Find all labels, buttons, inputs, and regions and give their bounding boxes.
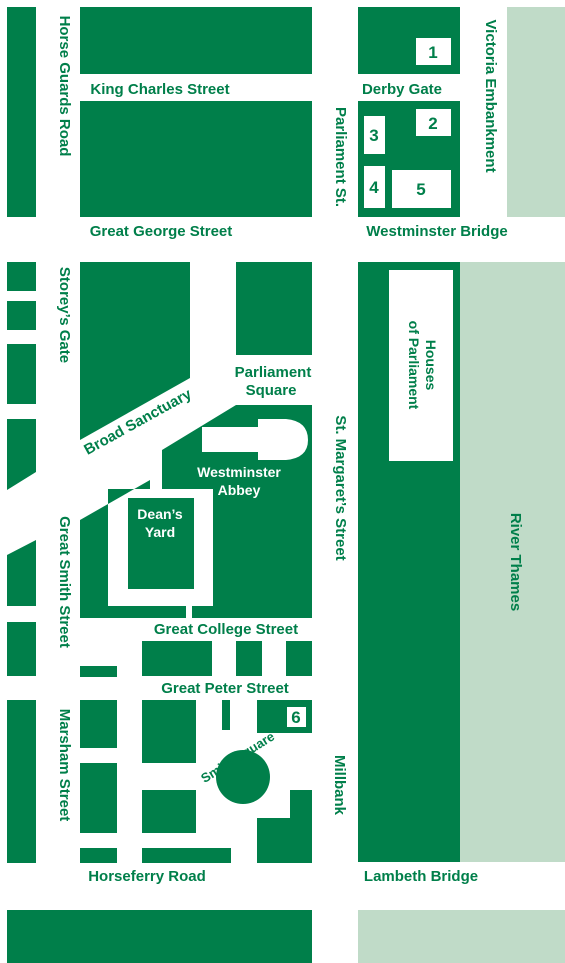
label-houses-of-parliament-2: of Parliament: [406, 321, 422, 410]
block-smith-south: [142, 848, 231, 863]
label-deans-yard-1: Dean’s: [137, 506, 183, 522]
svg-text:3: 3: [369, 126, 378, 145]
label-victoria-embankment: Victoria Embankment: [482, 19, 499, 172]
houses-of-parliament-building: [389, 270, 453, 461]
marker-6[interactable]: 6: [287, 707, 306, 727]
block-marsham-2: [80, 763, 117, 833]
block-peter-1: [142, 700, 196, 763]
block-storeys-west-3: [7, 344, 36, 404]
smith-square-circle: [216, 750, 270, 804]
marker-2[interactable]: 2: [416, 109, 451, 136]
label-westminster-abbey-2: Abbey: [218, 482, 261, 498]
label-great-smith-street: Great Smith Street: [56, 516, 73, 648]
block-marsham-1: [80, 700, 117, 748]
block-parliament-square-north: [236, 262, 312, 355]
block-storeys-west-4: [7, 419, 36, 490]
block-college-4: [286, 641, 312, 676]
block-great-smith-west: [7, 540, 36, 606]
marker-1[interactable]: 1: [416, 38, 451, 65]
svg-text:4: 4: [369, 178, 379, 197]
label-millbank: Millbank: [331, 755, 348, 816]
deans-yard: [128, 498, 194, 589]
svg-text:5: 5: [416, 180, 425, 199]
label-horse-guards-road: Horse Guards Road: [56, 16, 73, 157]
river-strip-south: [358, 910, 565, 963]
label-marsham-street: Marsham Street: [56, 709, 73, 822]
block-smith-sw: [142, 790, 196, 833]
block-college-1: [80, 666, 117, 677]
river-strip-north: [507, 7, 565, 217]
label-houses-of-parliament-1: Houses: [423, 340, 439, 391]
label-st-margarets-street: St. Margaret’s Street: [332, 415, 349, 560]
label-horseferry-road: Horseferry Road: [88, 868, 206, 885]
block-broad-sanctuary-north: [80, 262, 190, 440]
block-smith-se: [257, 790, 312, 863]
label-great-college-street: Great College Street: [154, 621, 298, 638]
block-marsham-west: [7, 700, 36, 863]
block-peter-2: [222, 700, 230, 730]
label-king-charles-street: King Charles Street: [90, 81, 229, 98]
abbey-building: [202, 419, 308, 460]
block-storeys-west-2: [7, 301, 36, 330]
block-north-of-king-charles: [80, 7, 312, 74]
block-great-smith-west-2: [7, 622, 36, 676]
river-thames-area: [460, 262, 565, 862]
svg-text:2: 2: [428, 114, 437, 133]
label-deans-yard-2: Yard: [145, 524, 175, 540]
label-westminster-bridge: Westminster Bridge: [366, 223, 507, 240]
label-great-george-street: Great George Street: [90, 223, 233, 240]
marker-4[interactable]: 4: [364, 166, 385, 208]
block-south-of-king-charles: [80, 101, 312, 217]
label-derby-gate: Derby Gate: [362, 81, 442, 98]
label-great-peter-street: Great Peter Street: [161, 680, 289, 697]
svg-text:6: 6: [291, 708, 300, 727]
label-westminster-abbey-1: Westminster: [197, 464, 281, 480]
block-marsham-3: [80, 848, 117, 863]
block-college-2: [142, 641, 212, 676]
svg-text:1: 1: [428, 43, 437, 62]
label-river-thames: River Thames: [507, 513, 524, 611]
label-lambeth-bridge: Lambeth Bridge: [364, 868, 478, 885]
block-college-3: [236, 641, 262, 676]
block-horse-guards-west: [7, 7, 36, 217]
marker-3[interactable]: 3: [364, 116, 385, 154]
label-storeys-gate: Storey’s Gate: [56, 267, 73, 363]
block-storeys-west-1: [7, 262, 36, 291]
block-great-smith-east: [80, 480, 186, 618]
label-parliament-st: Parliament St.: [332, 107, 349, 207]
label-parliament-square-2: Square: [246, 382, 297, 399]
marker-5[interactable]: 5: [392, 170, 451, 208]
block-bottom-west: [7, 910, 312, 963]
label-parliament-square-1: Parliament: [235, 364, 312, 381]
